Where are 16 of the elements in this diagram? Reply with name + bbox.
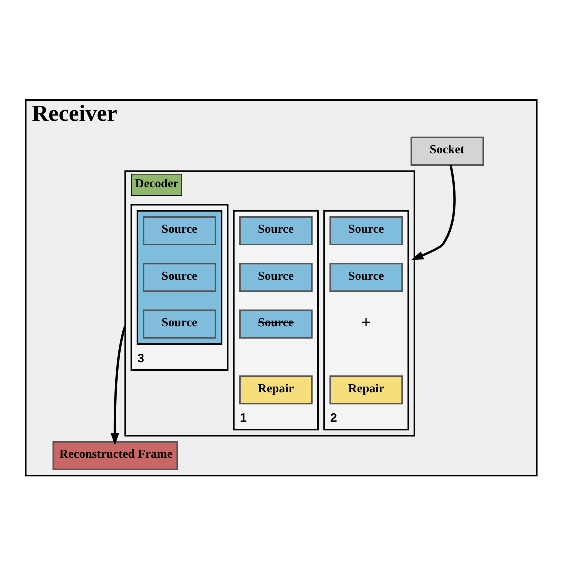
node-box: Repair [330, 376, 404, 405]
node-box: Source [143, 310, 216, 339]
node-box: Source [239, 310, 313, 339]
label: + [361, 312, 372, 332]
node-box: Source [143, 263, 216, 292]
node-box: Reconstructed Frame [52, 441, 178, 470]
arrow [110, 326, 127, 446]
node-box: Source [330, 216, 404, 246]
node-box: Source [239, 263, 313, 292]
node-box: Source [239, 216, 313, 246]
node-box: Source [330, 263, 404, 292]
arrow [411, 165, 456, 260]
node-box: Source [143, 216, 216, 246]
cluster [136, 210, 223, 345]
node-box: Socket [410, 136, 484, 166]
node-box: Repair [239, 376, 313, 405]
